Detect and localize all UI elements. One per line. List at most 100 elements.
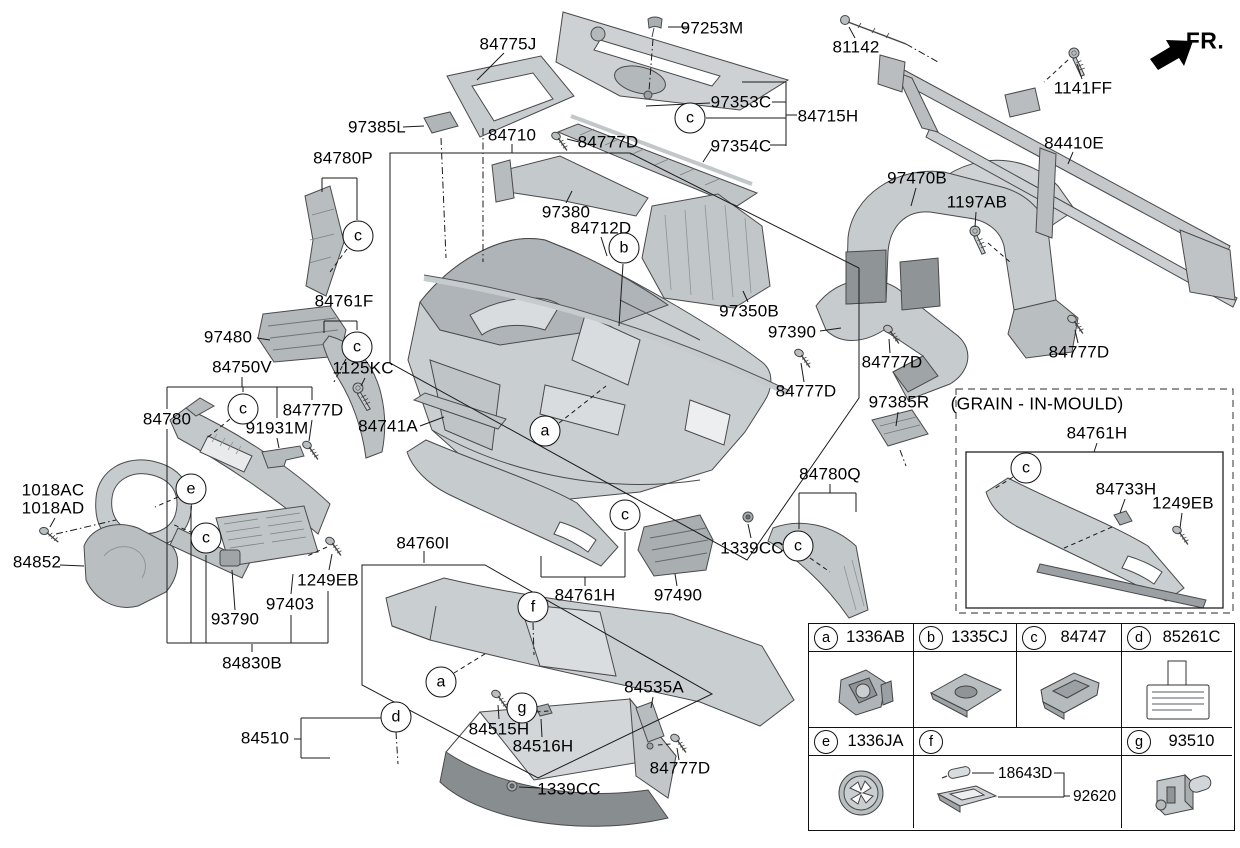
legend-icon-clip-a <box>809 652 914 728</box>
part-label-84515H: 84515H <box>468 719 530 739</box>
part-label-84750V: 84750V <box>212 357 272 377</box>
part-label-93790: 93790 <box>210 609 260 629</box>
part-label-1125KC: 1125KC <box>332 358 394 378</box>
part-label-97480: 97480 <box>203 327 253 347</box>
callout-c: c <box>1010 452 1042 484</box>
part-label-84780P: 84780P <box>313 148 373 168</box>
part-label-97253M: 97253M <box>680 18 744 38</box>
legend-cell-c: c 84747 <box>1017 624 1122 652</box>
callout-c: c <box>609 499 641 531</box>
part-label-84410E: 84410E <box>1044 133 1104 153</box>
part-label-84852: 84852 <box>12 552 62 572</box>
callout-c: c <box>782 530 814 562</box>
part-label-84761H: 84761H <box>554 585 616 605</box>
part-label-1339CC: 1339CC <box>537 779 601 799</box>
callout-letter-g: g <box>1127 729 1151 754</box>
legend-icon-lamp-f: 18643D 92620 <box>914 756 1122 828</box>
part-label-97390: 97390 <box>767 322 817 342</box>
part-label-84777D: 84777D <box>1048 342 1110 362</box>
part-label-84712D: 84712D <box>570 218 632 238</box>
part-label-97380: 97380 <box>541 202 591 222</box>
part-label-81142: 81142 <box>832 37 880 57</box>
legend-cell-a: a 1336AB <box>809 624 914 652</box>
leader-lines <box>49 26 1183 789</box>
legend-part-number: 92620 <box>1073 788 1117 805</box>
callout-c: c <box>227 393 259 425</box>
legend-cell-e: e 1336JA <box>809 728 914 756</box>
callout-c: c <box>341 331 373 363</box>
grain-box-outer <box>955 388 1234 614</box>
callout-letter-b: b <box>919 625 943 650</box>
part-label-84516H: 84516H <box>512 736 574 756</box>
part-label-84777D: 84777D <box>775 381 837 401</box>
callout-letter-f: f <box>919 729 943 754</box>
part-label-97353C: 97353C <box>710 92 772 112</box>
callout-a: a <box>425 666 457 698</box>
part-label-1197AB: 1197AB <box>946 192 1008 212</box>
callout-c: c <box>674 102 706 134</box>
dashed-lines <box>154 59 1113 746</box>
part-label-84777D: 84777D <box>282 400 344 420</box>
part-label-97350B: 97350B <box>719 301 779 321</box>
callout-g: g <box>506 692 538 724</box>
legend-cell-f: f <box>914 728 1122 756</box>
callout-d: d <box>380 701 412 733</box>
part-label-84777D: 84777D <box>577 132 639 152</box>
part-label-84741A: 84741A <box>358 416 418 436</box>
callout-b: b <box>608 232 640 264</box>
part-label-97403: 97403 <box>265 594 315 614</box>
part-label-97354C: 97354C <box>710 136 772 156</box>
legend-icon-clip-c <box>1017 652 1122 728</box>
legend-part-number: 18643D <box>998 765 1053 782</box>
part-label-84775J: 84775J <box>479 34 537 54</box>
legend-part-number: 1335CJ <box>951 628 1008 646</box>
part-label-97490: 97490 <box>653 585 703 605</box>
callout-letter-d: d <box>1127 625 1151 650</box>
dashdot-lines <box>55 38 939 765</box>
part-label-84830B: 84830B <box>222 653 282 673</box>
part-label-84761F: 84761F <box>314 291 374 311</box>
legend-icon-clip-b <box>914 652 1017 728</box>
part-label-84780: 84780 <box>142 409 192 429</box>
part-label-84535A: 84535A <box>624 677 684 697</box>
callout-c: c <box>342 220 374 252</box>
callout-letter-e: e <box>814 729 838 754</box>
legend-icon-switch-g <box>1122 756 1232 828</box>
callout-a: a <box>529 415 561 447</box>
legend-table: a 1336AB b 1335CJ c 84747 d 85261C <box>808 623 1235 831</box>
part-label-84715H: 84715H <box>797 106 859 126</box>
legend-icon-label-d <box>1122 652 1232 728</box>
legend-part-number: 84747 <box>1060 628 1107 646</box>
legend-cell-b: b 1335CJ <box>914 624 1017 652</box>
callout-letter-c: c <box>1022 625 1046 650</box>
part-label-97385R: 97385R <box>868 392 930 412</box>
callout-e: e <box>175 473 207 505</box>
part-label-84760I: 84760I <box>396 533 450 553</box>
part-label-84733H: 84733H <box>1095 479 1157 499</box>
legend-cell-d: d 85261C <box>1122 624 1232 652</box>
part-label-84780Q: 84780Q <box>799 464 861 484</box>
part-label-1141FF: 1141FF <box>1053 78 1113 98</box>
part-label-84777D: 84777D <box>861 352 923 372</box>
legend-cell-g: g 93510 <box>1122 728 1232 756</box>
fastener-icons <box>37 15 1194 754</box>
part-label-84777D: 84777D <box>649 758 711 778</box>
part-label-84761H: 84761H <box>1066 423 1128 443</box>
callout-c: c <box>190 522 222 554</box>
fr-direction-label: FR. <box>1185 27 1225 54</box>
grain-box-title: (GRAIN - IN-MOULD) <box>950 393 1124 414</box>
fr-arrow-icon <box>1150 40 1193 70</box>
legend-part-number: 1336AB <box>846 628 905 646</box>
part-label-97385L: 97385L <box>348 117 406 137</box>
part-label-1018AC: 1018AC <box>21 480 85 500</box>
part-label-97470B: 97470B <box>887 168 947 188</box>
legend-part-number: 1336JA <box>847 732 904 750</box>
part-label-1339CC: 1339CC <box>720 538 784 558</box>
part-label-84510: 84510 <box>240 728 290 748</box>
part-label-91931M: 91931M <box>245 418 309 438</box>
legend-part-number: 85261C <box>1162 628 1221 646</box>
legend-part-number: 93510 <box>1168 732 1215 750</box>
callout-f: f <box>517 591 549 623</box>
part-label-1249EB: 1249EB <box>1152 493 1214 513</box>
